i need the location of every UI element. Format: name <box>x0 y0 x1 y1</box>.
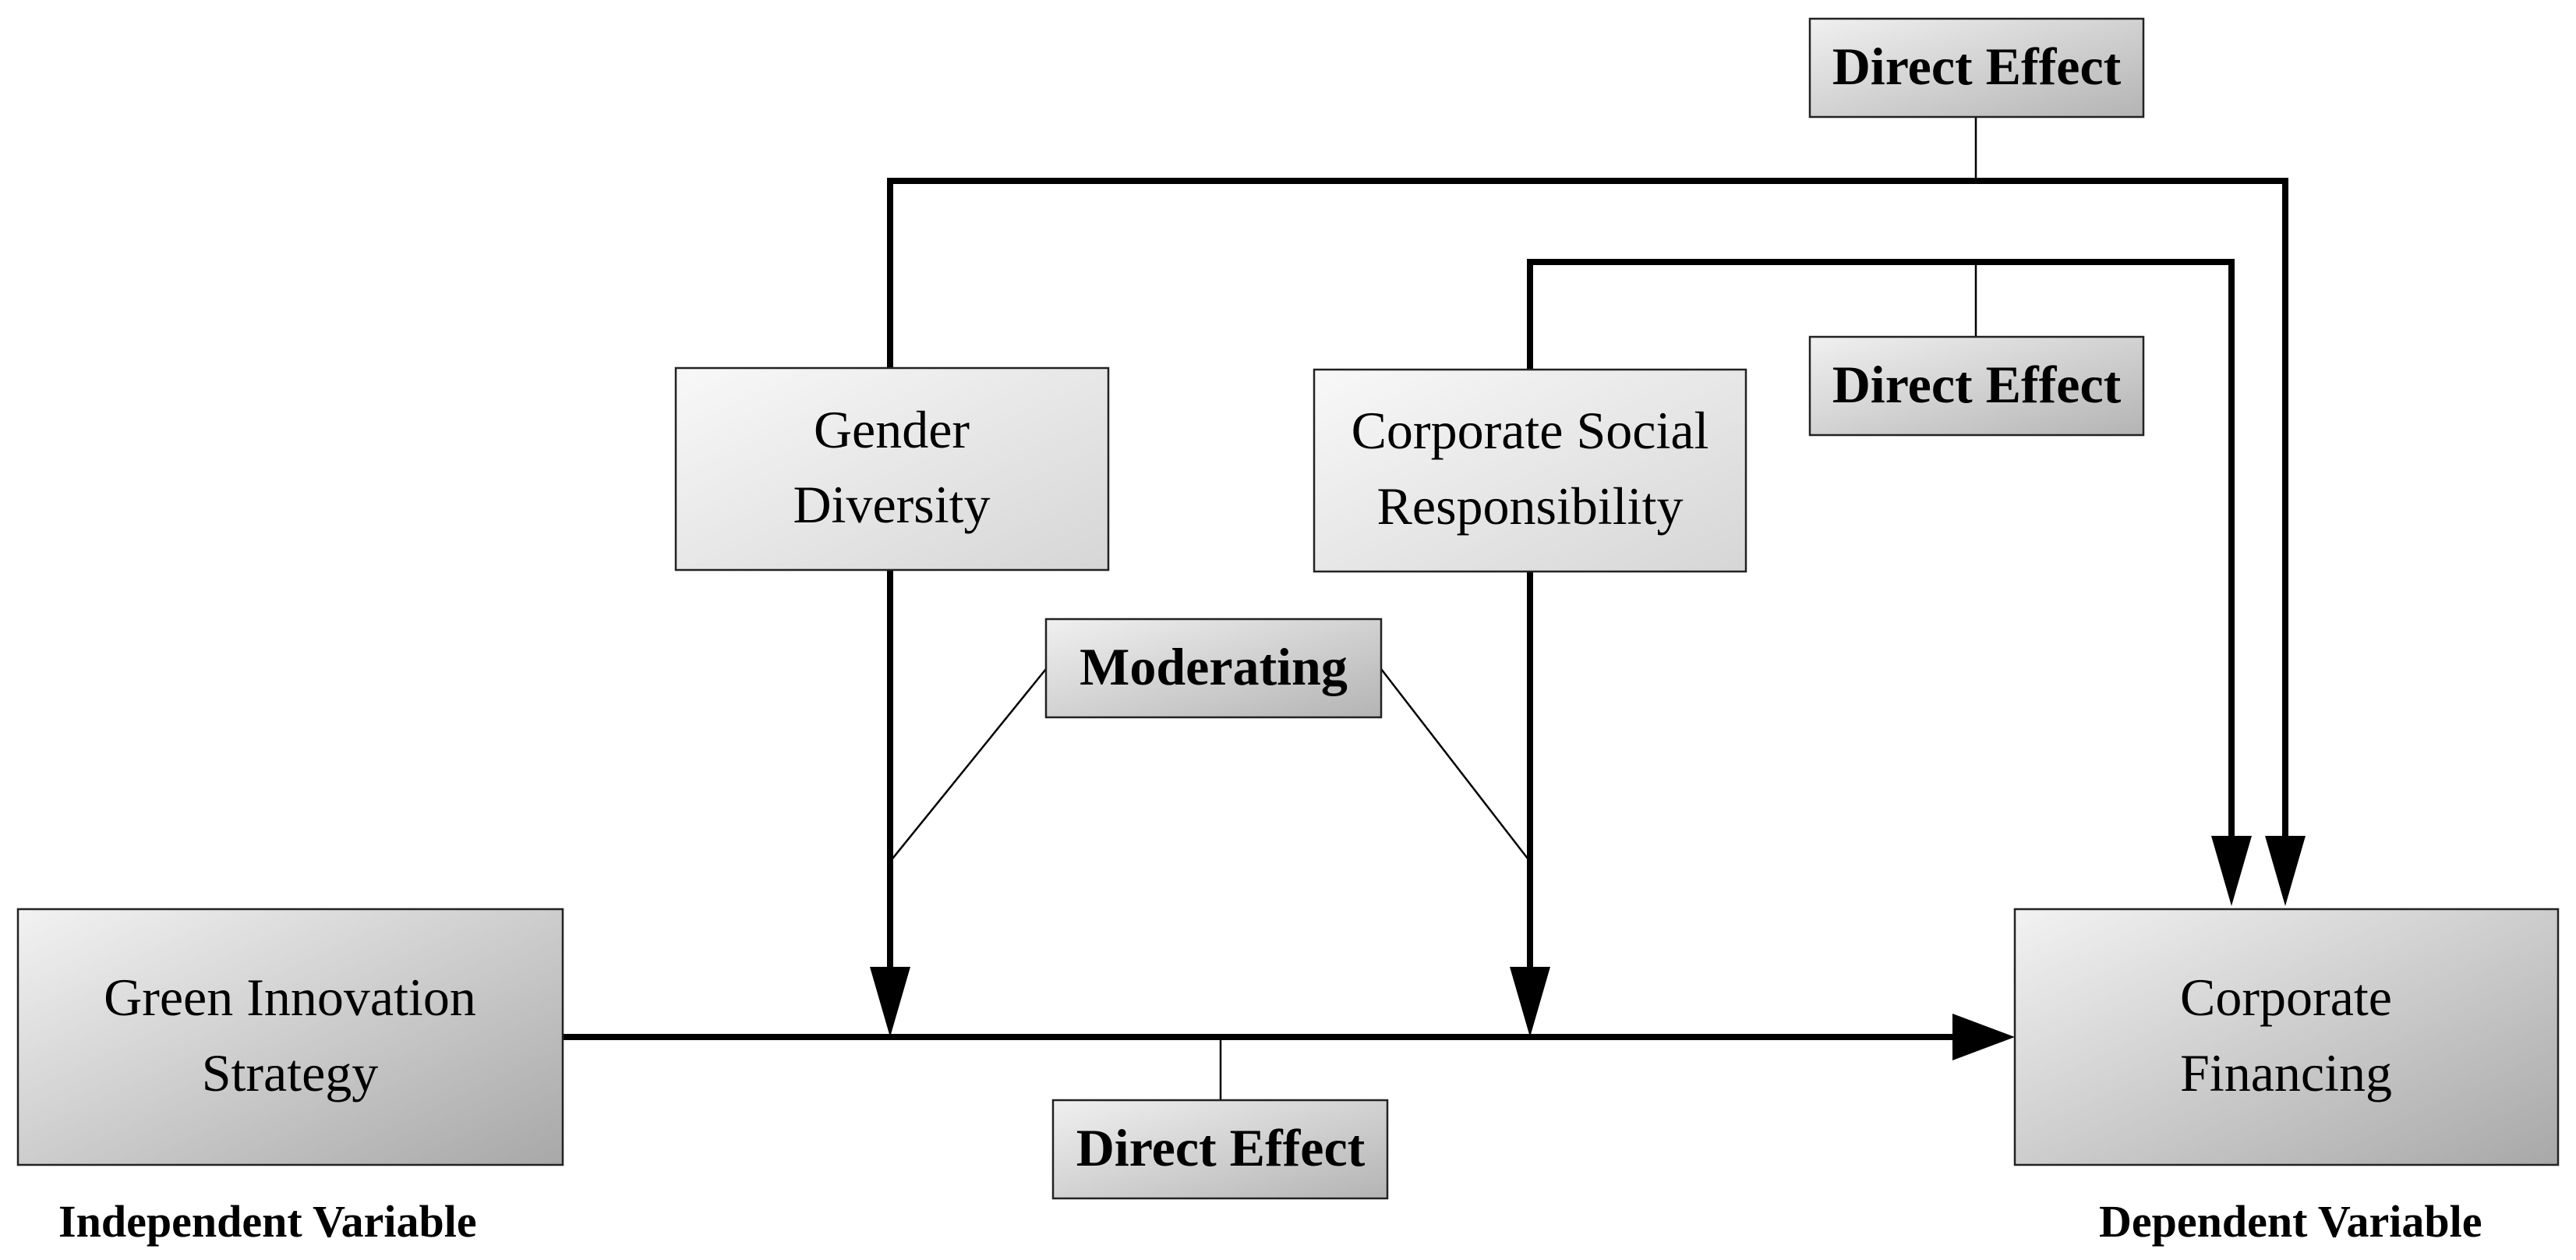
arrowhead-csr-moderation <box>1510 967 1550 1037</box>
dependent-variable-line1: Corporate <box>2180 968 2392 1027</box>
arrowhead-dependent-left <box>1952 1014 2015 1060</box>
independent-variable-line1: Green Innovation <box>104 968 476 1027</box>
independent-variable-node: Green Innovation Strategy <box>16 908 564 1166</box>
gender-diversity-node: Gender Diversity <box>674 366 1110 572</box>
direct-effect-label-mid: Direct Effect <box>1808 335 2145 437</box>
gender-direct-path <box>887 178 2288 842</box>
gender-diversity-line2: Diversity <box>793 475 990 534</box>
independent-variable-role-label: Independent Variable <box>58 1196 477 1247</box>
arrowhead-gender-moderation <box>870 967 910 1037</box>
csr-direct-path <box>1527 259 2235 842</box>
independent-variable-line2: Strategy <box>202 1043 379 1102</box>
direct-effect-label-bottom: Direct Effect <box>1051 1099 1389 1200</box>
csr-line2: Responsibility <box>1377 476 1684 536</box>
dependent-variable-role-label: Dependent Variable <box>2099 1196 2482 1247</box>
direct-effect-label-top-text: Direct Effect <box>1832 37 2122 96</box>
arrowhead-dependent-inner <box>2211 836 2252 906</box>
dependent-variable-node: Corporate Financing <box>2013 908 2560 1166</box>
arrowhead-dependent-outer <box>2265 836 2306 906</box>
csr-node: Corporate Social Responsibility <box>1313 368 1747 573</box>
direct-effect-label-top: Direct Effect <box>1808 17 2145 119</box>
direct-effect-label-mid-text: Direct Effect <box>1832 355 2122 414</box>
dependent-variable-line2: Financing <box>2180 1043 2392 1102</box>
moderating-label: Moderating <box>1044 618 1383 719</box>
moderating-label-text: Moderating <box>1080 637 1348 696</box>
csr-line1: Corporate Social <box>1352 401 1709 460</box>
direct-effect-label-bottom-text: Direct Effect <box>1076 1118 1366 1177</box>
gender-diversity-line1: Gender <box>814 400 970 459</box>
leader-moderating-left <box>889 668 1047 862</box>
leader-moderating-right <box>1380 668 1531 862</box>
